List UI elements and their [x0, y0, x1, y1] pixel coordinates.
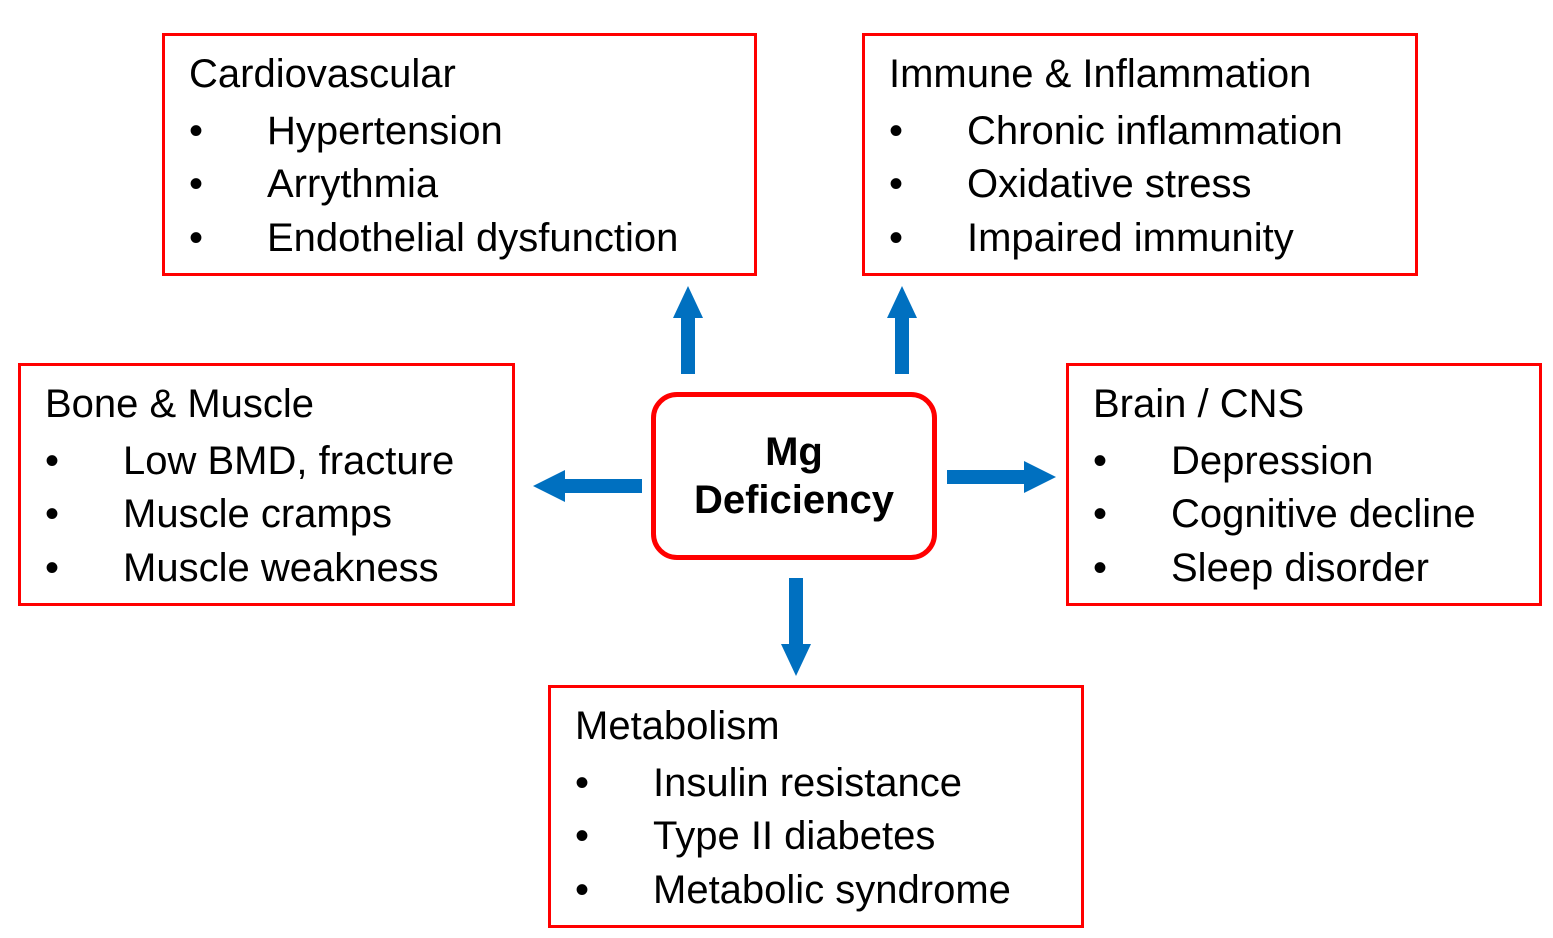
- immune-inflammation-box: Immune & Inflammation •Chronic inflammat…: [862, 33, 1418, 276]
- bullet-icon: •: [889, 216, 904, 260]
- list-item: •Muscle weakness: [45, 546, 439, 590]
- center-line1: Mg: [765, 430, 823, 474]
- list-item: •Sleep disorder: [1093, 546, 1429, 590]
- bullet-icon: •: [1093, 546, 1108, 590]
- box-title: Bone & Muscle: [45, 382, 315, 426]
- arrow-left-bone: [533, 470, 642, 502]
- arrow-down-metabolism: [781, 578, 811, 676]
- box-title: Cardiovascular: [189, 52, 456, 96]
- bullet-icon: •: [889, 109, 904, 153]
- list-item: •Insulin resistance: [575, 761, 963, 805]
- metabolism-box: Metabolism •Insulin resistance •Type II …: [548, 685, 1084, 928]
- box-title: Immune & Inflammation: [889, 52, 1312, 96]
- arrow-right-brain: [947, 461, 1056, 493]
- bullet-icon: •: [575, 761, 590, 805]
- list-item: •Impaired immunity: [889, 216, 1294, 260]
- list-item: •Hypertension: [189, 109, 503, 153]
- mg-deficiency-node: Mg Deficiency: [651, 392, 937, 560]
- center-line2: Deficiency: [693, 478, 895, 522]
- bullet-icon: •: [45, 492, 60, 536]
- bullet-icon: •: [575, 814, 590, 858]
- list-item: •Endothelial dysfunction: [189, 216, 679, 260]
- brain-cns-box: Brain / CNS •Depression •Cognitive decli…: [1066, 363, 1542, 606]
- list-item: •Muscle cramps: [45, 492, 392, 536]
- list-item: •Type II diabetes: [575, 814, 936, 858]
- list-item: •Oxidative stress: [889, 162, 1252, 206]
- bullet-icon: •: [1093, 439, 1108, 483]
- bullet-icon: •: [889, 162, 904, 206]
- bullet-icon: •: [45, 546, 60, 590]
- box-title: Metabolism: [575, 704, 780, 748]
- bullet-icon: •: [45, 439, 60, 483]
- bullet-icon: •: [189, 162, 204, 206]
- arrow-up-immune: [887, 286, 917, 374]
- arrow-up-cardiovascular: [673, 286, 703, 374]
- bone-muscle-box: Bone & Muscle •Low BMD, fracture •Muscle…: [18, 363, 515, 606]
- list-item: •Low BMD, fracture: [45, 439, 455, 483]
- box-title: Brain / CNS: [1093, 382, 1305, 426]
- list-item: •Chronic inflammation: [889, 109, 1343, 153]
- bullet-icon: •: [575, 868, 590, 912]
- cardiovascular-box: Cardiovascular •Hypertension •Arrythmia …: [162, 33, 757, 276]
- list-item: •Depression: [1093, 439, 1374, 483]
- bullet-icon: •: [189, 109, 204, 153]
- bullet-icon: •: [189, 216, 204, 260]
- bullet-icon: •: [1093, 492, 1108, 536]
- list-item: •Cognitive decline: [1093, 492, 1476, 536]
- list-item: •Metabolic syndrome: [575, 868, 1011, 912]
- list-item: •Arrythmia: [189, 162, 439, 206]
